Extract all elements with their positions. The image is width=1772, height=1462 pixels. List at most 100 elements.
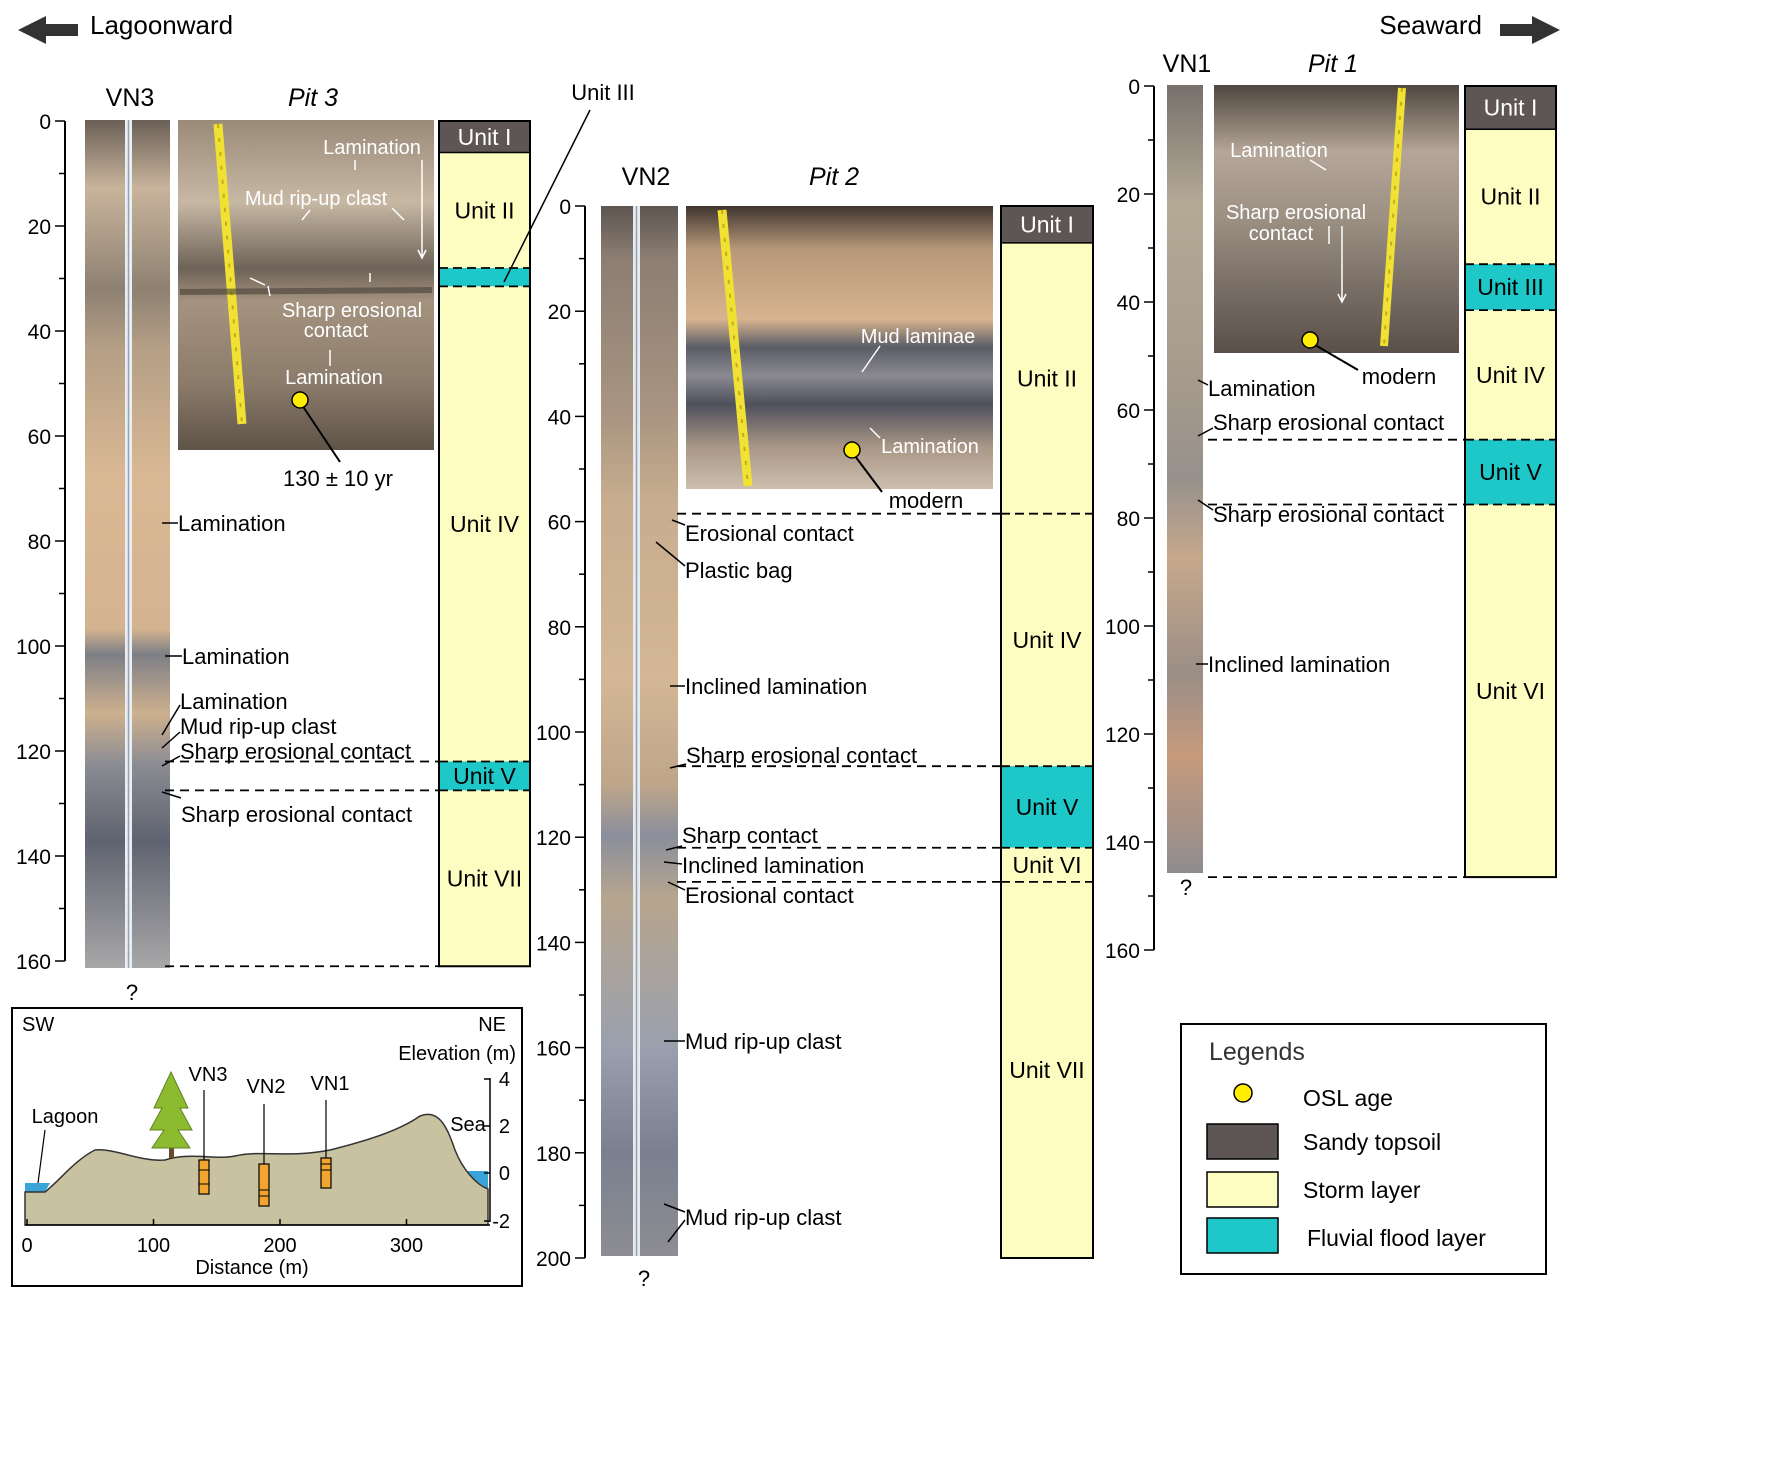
unit-label: Unit V bbox=[453, 763, 516, 789]
unit-block bbox=[1465, 264, 1556, 311]
inset-distance-label: Distance (m) bbox=[195, 1257, 308, 1279]
unit-label: Unit I bbox=[458, 124, 512, 150]
inset-elevation-axis: 420-2 bbox=[484, 1069, 510, 1233]
vn3-note-sharp-erosional-1: Sharp erosional contact bbox=[180, 739, 411, 764]
core-label-vn2: VN2 bbox=[622, 163, 671, 191]
legend-osl-symbol bbox=[1233, 1083, 1253, 1103]
osl-age-pit3: 130 ± 10 yr bbox=[283, 466, 393, 491]
core-annotations-vn1: Lamination Sharp erosional contact Sharp… bbox=[1196, 376, 1444, 677]
depth-tick-label: 40 bbox=[28, 321, 51, 344]
core-label-vn1: VN1 bbox=[1163, 50, 1212, 78]
vn3-note-mud-clast: Mud rip-up clast bbox=[180, 714, 337, 739]
pit3-annotation-sharp-erosional: Sharp erosional bbox=[282, 300, 422, 322]
unit-label: Unit II bbox=[1017, 365, 1077, 391]
legend-box: Legends OSL age Sandy topsoil Storm laye… bbox=[1180, 1023, 1547, 1275]
core-label-vn3: VN3 bbox=[106, 84, 155, 112]
unit-label: Unit VI bbox=[1012, 852, 1081, 878]
unit-block bbox=[1001, 881, 1093, 1258]
legend-topsoil-swatch bbox=[1206, 1123, 1279, 1160]
unit-iii-callout-line bbox=[503, 109, 591, 283]
unit-label: Unit IV bbox=[450, 511, 520, 537]
unit-label: Unit IV bbox=[1012, 627, 1082, 653]
unit-label: Unit III bbox=[1477, 274, 1543, 300]
tree-icon bbox=[149, 1070, 193, 1158]
pit3-annotation-contact: contact bbox=[304, 320, 369, 342]
depth-tick-label: 100 bbox=[1105, 616, 1140, 639]
elevation-tick-label: 4 bbox=[499, 1069, 510, 1091]
depth-tick-label: 0 bbox=[1128, 76, 1140, 99]
ground-profile bbox=[24, 1113, 489, 1226]
pit1-annotation-contact: contact bbox=[1249, 223, 1314, 245]
vn3-note-lamination-2: Lamination bbox=[182, 644, 290, 669]
unit-block bbox=[1465, 439, 1556, 505]
pit3-annotation-mud-clast: Mud rip-up clast bbox=[245, 188, 388, 210]
unit-column-outline bbox=[1464, 85, 1557, 879]
unit-label: Unit VII bbox=[1009, 1057, 1084, 1083]
vn2-note-inclined-lamination-1: Inclined lamination bbox=[685, 674, 867, 699]
unit-block bbox=[439, 268, 530, 287]
pit-label-pit1: Pit 1 bbox=[1308, 50, 1358, 78]
vn2-core-marker bbox=[258, 1104, 270, 1207]
unit-label: Unit V bbox=[1479, 459, 1542, 485]
depth-tick-label: 200 bbox=[536, 1248, 571, 1271]
depth-tick-label: 40 bbox=[1117, 292, 1140, 315]
depth-tick-label: 80 bbox=[1117, 508, 1140, 531]
inset-lagoon-label: Lagoon bbox=[32, 1106, 99, 1128]
pit3-annotation-lamination-2: Lamination bbox=[285, 367, 383, 389]
osl-marker-pit2 bbox=[843, 441, 883, 493]
pit-photo-pit2 bbox=[686, 206, 993, 489]
inset-vn1-label: VN1 bbox=[311, 1073, 350, 1095]
depth-tick-label: 180 bbox=[536, 1143, 571, 1166]
depth-tick-label: 0 bbox=[39, 111, 51, 134]
depth-tick-label: 60 bbox=[548, 512, 571, 535]
vn2-note-mud-clast-1: Mud rip-up clast bbox=[685, 1029, 842, 1054]
legend-fluvial-label: Fluvial flood layer bbox=[1307, 1225, 1486, 1251]
depth-tick-label: 120 bbox=[16, 741, 51, 764]
vn2-note-plastic-bag: Plastic bag bbox=[685, 558, 793, 583]
core-image-vn2 bbox=[601, 206, 678, 1256]
distance-tick-label: 300 bbox=[390, 1235, 423, 1257]
core-image-vn1 bbox=[1167, 85, 1203, 873]
pit1-annotation-lamination: Lamination bbox=[1230, 140, 1328, 162]
lagoonward-label: Lagoonward bbox=[90, 10, 233, 40]
osl-age-pit2: modern bbox=[889, 488, 964, 513]
distance-tick-label: 0 bbox=[21, 1235, 32, 1257]
unit-label: Unit IV bbox=[1476, 362, 1546, 388]
unit-label: Unit II bbox=[1480, 184, 1540, 210]
inset-vn3-label: VN3 bbox=[189, 1064, 228, 1086]
depth-tick-label: 60 bbox=[28, 426, 51, 449]
unit-block bbox=[1001, 513, 1093, 767]
core-annotations-vn2: Erosional contact Plastic bag Inclined l… bbox=[655, 519, 917, 1243]
vn2-note-mud-clast-2: Mud rip-up clast bbox=[685, 1205, 842, 1230]
legend-topsoil-label: Sandy topsoil bbox=[1303, 1129, 1441, 1155]
seaward-arrow-icon bbox=[1500, 16, 1560, 44]
depth-tick-label: 20 bbox=[1117, 184, 1140, 207]
depth-tick-label: 80 bbox=[28, 531, 51, 554]
pit-label-pit2: Pit 2 bbox=[809, 163, 859, 191]
pit2-annotation-arrows bbox=[861, 345, 881, 439]
depth-tick-label: 0 bbox=[559, 196, 571, 219]
core-image-vn3 bbox=[85, 120, 170, 968]
unit-block bbox=[1465, 504, 1556, 878]
depth-tick-label: 60 bbox=[1117, 400, 1140, 423]
unit-block bbox=[1001, 206, 1093, 243]
pit-label-pit3: Pit 3 bbox=[288, 84, 338, 112]
pit1-annotation-sharp-erosional: Sharp erosional bbox=[1226, 202, 1366, 224]
elevation-tick-label: 2 bbox=[499, 1116, 510, 1138]
unit-label: Unit I bbox=[1484, 95, 1538, 121]
vn1-question-mark: ? bbox=[1180, 875, 1192, 900]
pit-photo-pit1 bbox=[1214, 85, 1459, 353]
core-annotations-vn3: Lamination Lamination Lamination Mud rip… bbox=[161, 511, 412, 827]
unit-label: Unit I bbox=[1020, 211, 1074, 237]
inset-sea-label: Sea bbox=[450, 1114, 486, 1136]
unit-column-outline bbox=[438, 120, 531, 968]
unit-block bbox=[1001, 242, 1093, 514]
lagoon-water bbox=[25, 1183, 50, 1192]
seaward-label: Seaward bbox=[1379, 10, 1482, 40]
unit-label: Unit II bbox=[454, 197, 514, 223]
